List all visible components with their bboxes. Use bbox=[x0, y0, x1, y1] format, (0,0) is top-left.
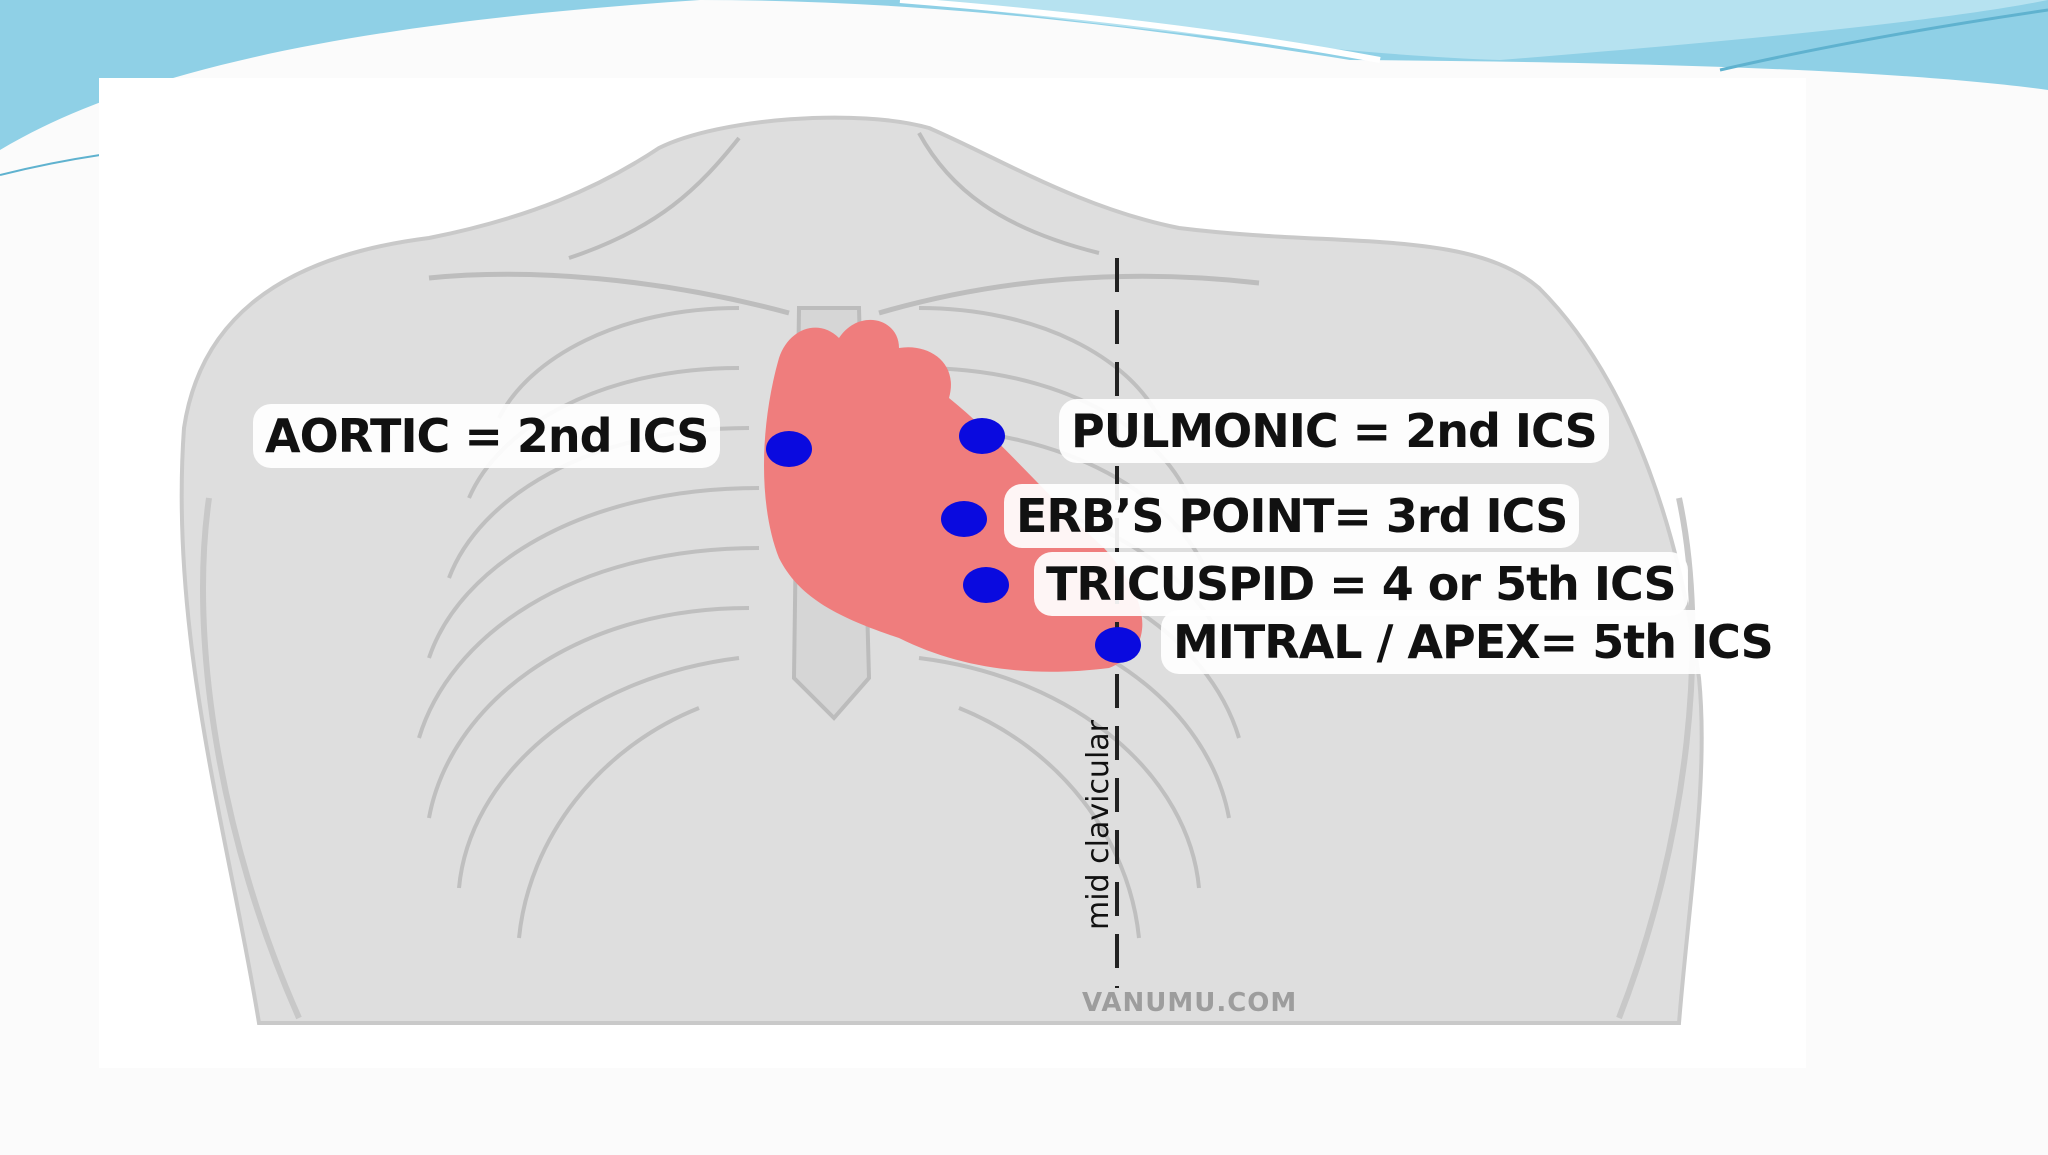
teal-swoosh-light bbox=[0, 0, 2048, 60]
swoosh-line-left bbox=[0, 154, 101, 176]
mitral-point-dot bbox=[1095, 627, 1141, 663]
mid-clavicular-label: mid clavicular bbox=[1081, 720, 1116, 930]
clavicle-left bbox=[428, 271, 790, 316]
tricuspid-point-dot bbox=[963, 567, 1009, 603]
erbs-point-dot bbox=[941, 501, 987, 537]
pulmonic-point-dot bbox=[959, 418, 1005, 454]
clavicle-right bbox=[878, 273, 1260, 316]
mitral-label: MITRAL / APEX= 5th ICS bbox=[1161, 610, 1785, 674]
pulmonic-label: PULMONIC = 2nd ICS bbox=[1059, 399, 1609, 463]
watermark: VANUMU.COM bbox=[1082, 988, 1298, 1018]
neck-outline bbox=[568, 136, 741, 260]
heart-auscultation-figure: AORTIC = 2nd ICS PULMONIC = 2nd ICS ERB’… bbox=[99, 78, 1806, 1068]
tricuspid-label: TRICUSPID = 4 or 5th ICS bbox=[1034, 552, 1688, 616]
arm-right bbox=[1616, 497, 1696, 1020]
swoosh-line-right bbox=[1719, 8, 2048, 72]
neck-outline-right bbox=[917, 132, 1100, 255]
aortic-point-dot bbox=[766, 431, 812, 467]
arm-left bbox=[200, 497, 302, 1020]
erbs-point-label: ERB’S POINT= 3rd ICS bbox=[1004, 484, 1580, 548]
swoosh-white-curve bbox=[899, 0, 1381, 63]
aortic-label: AORTIC = 2nd ICS bbox=[253, 404, 721, 468]
